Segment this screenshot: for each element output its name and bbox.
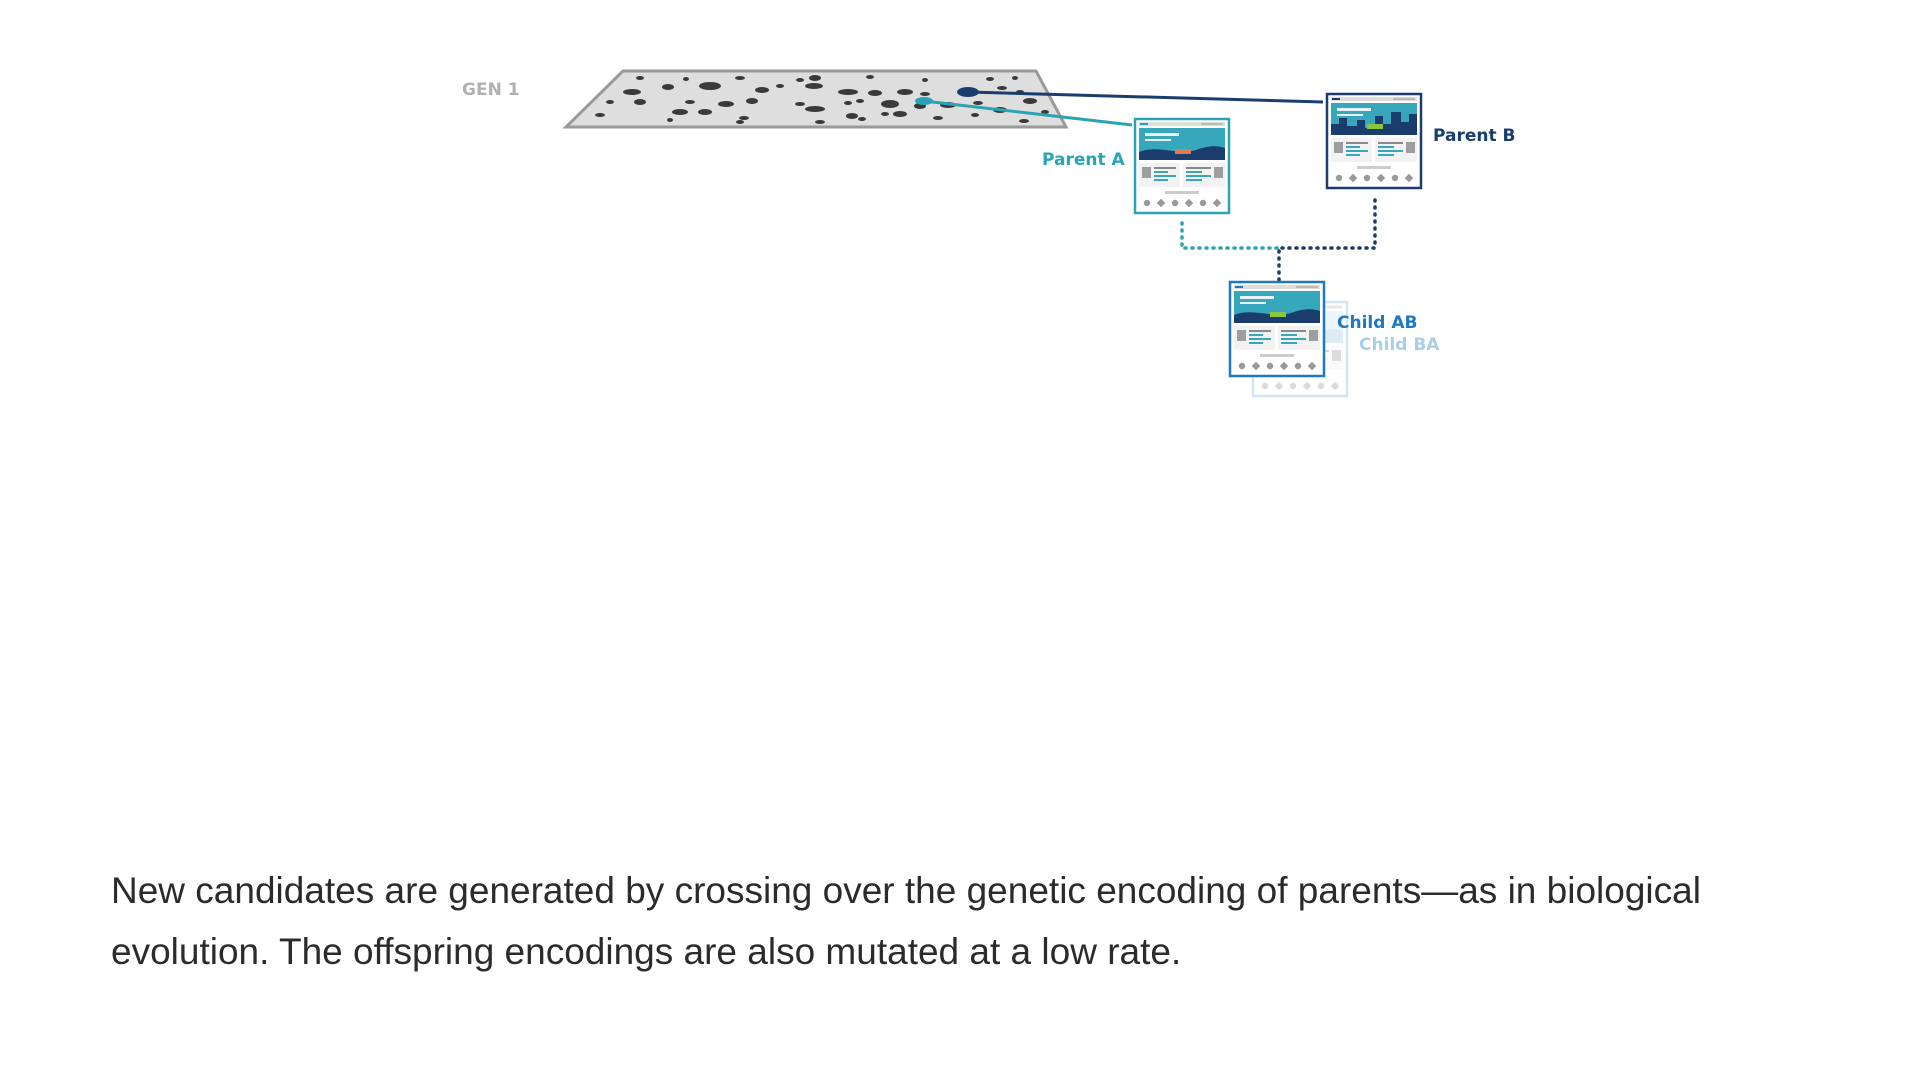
parent-a-connector	[923, 99, 1133, 127]
parent-b-connector	[967, 90, 1324, 104]
population-dot	[922, 78, 928, 82]
population-dot	[746, 98, 758, 104]
child-ba-label: Child BA	[1359, 335, 1440, 355]
caption-text: New candidates are generated by crossing…	[111, 870, 1701, 972]
population-dot	[893, 111, 907, 117]
population-dot	[796, 78, 804, 82]
generation-label: GEN 1	[462, 80, 520, 100]
population-dot	[672, 109, 688, 115]
parent-b-source-dot	[957, 87, 979, 97]
population-dot	[933, 116, 943, 120]
population-dot	[636, 76, 644, 80]
population-plane	[562, 69, 1069, 129]
population-dot	[868, 90, 882, 96]
population-dots	[595, 75, 1049, 124]
population-dot	[1023, 98, 1037, 104]
population-dot	[856, 99, 864, 103]
population-dot	[997, 86, 1007, 90]
population-dot	[920, 92, 930, 96]
population-dot	[805, 83, 823, 89]
population-dot	[1019, 119, 1029, 123]
parent-a-source-dot	[915, 97, 933, 105]
parent-b-thumbnail	[1325, 92, 1423, 190]
population-dot	[809, 75, 821, 81]
population-dot	[795, 102, 805, 106]
population-dot	[736, 120, 744, 124]
population-dot	[866, 75, 874, 79]
population-dot	[735, 76, 745, 80]
crossover-diagram: GEN 1 Parent A Parent B Child AB Child B…	[462, 69, 1516, 398]
population-dot	[698, 109, 712, 115]
population-dot	[739, 116, 749, 120]
population-dot	[776, 84, 784, 88]
population-dot	[815, 120, 825, 124]
population-dot	[667, 118, 673, 122]
population-dot	[805, 106, 825, 112]
population-dot	[634, 99, 646, 105]
child-ab-thumbnail	[1228, 280, 1326, 378]
parent-b-label: Parent B	[1433, 126, 1516, 146]
population-dot	[846, 113, 858, 119]
population-dot	[699, 82, 721, 90]
population-dot	[973, 101, 983, 105]
population-dot	[1041, 110, 1049, 114]
parent-a-thumbnail	[1133, 117, 1231, 215]
parent-a-to-child-link	[1180, 221, 1281, 250]
population-dot	[595, 113, 605, 117]
child-ab-label: Child AB	[1337, 313, 1417, 333]
population-dot	[897, 89, 913, 95]
population-dot	[755, 87, 769, 93]
population-dot	[986, 77, 994, 81]
population-dot	[718, 101, 734, 107]
population-dot	[838, 89, 858, 95]
population-dot	[685, 100, 695, 104]
parent-b-to-child-link	[1277, 198, 1377, 284]
population-dot	[606, 100, 614, 104]
population-dot	[881, 112, 889, 116]
population-dot	[623, 89, 641, 95]
population-dot	[881, 100, 899, 108]
population-dot	[1012, 76, 1018, 80]
population-dot	[844, 101, 852, 105]
parent-a-label: Parent A	[1042, 150, 1126, 170]
population-dot	[683, 77, 689, 81]
population-dot	[971, 113, 979, 117]
population-dot	[662, 84, 674, 90]
population-dot	[858, 117, 866, 121]
